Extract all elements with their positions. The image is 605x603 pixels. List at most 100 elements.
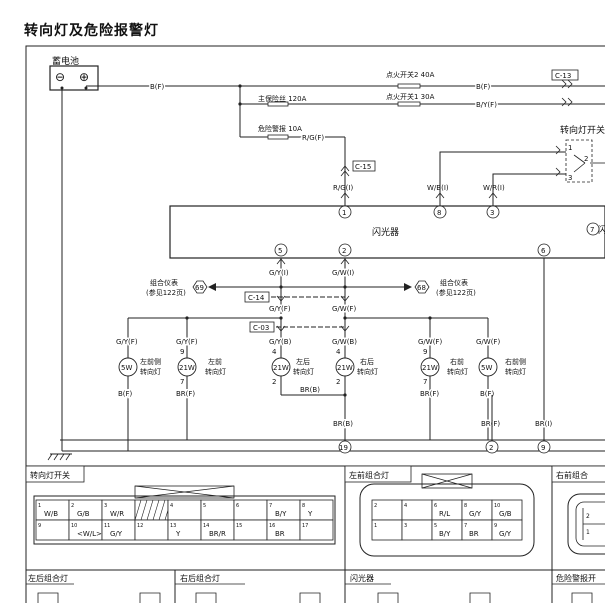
- lf-pin-number: 6: [434, 503, 437, 509]
- fuse-ign1: [397, 101, 421, 107]
- svg-text:右前: 右前: [450, 357, 464, 366]
- lamp-left-front: 21W 9 7 左前 转向灯: [177, 348, 226, 386]
- fuse-ign1-label: 点火开关1 30A: [386, 92, 435, 101]
- lf-pin-number: 10: [494, 503, 500, 509]
- svg-text:左前: 左前: [208, 357, 222, 366]
- lamp-right-rear: 21W 4 2 右后 转向灯: [335, 348, 378, 386]
- svg-text:转向灯: 转向灯: [357, 367, 378, 376]
- connector-c14: C-14: [248, 294, 265, 302]
- switch-pin-number: 17: [302, 523, 308, 529]
- switch-pin-number: 6: [236, 503, 239, 509]
- switch-pin-number: 15: [236, 523, 242, 529]
- connector-c03: C-03: [253, 324, 269, 332]
- switch-pin-number: 9: [38, 523, 41, 529]
- svg-text:转向灯: 转向灯: [447, 367, 468, 376]
- ground-symbol: [47, 453, 72, 461]
- flasher-label: 闪光器: [372, 226, 399, 238]
- panel-switch-title: 转向灯开关: [30, 470, 70, 480]
- lf-pin-number: 2: [374, 503, 377, 509]
- switch-pin-number: 10: [71, 523, 77, 529]
- wire-label-brb: BR(B): [300, 386, 320, 394]
- switch-pin-number: 7: [269, 503, 272, 509]
- lamp-right-front-side: 5W 右前侧 转向灯: [478, 357, 526, 377]
- wire-label-r-bf: B(F): [480, 390, 495, 398]
- battery-pos-symbol: ⊕: [79, 70, 89, 84]
- page-title: 转向灯及危险报警灯: [24, 23, 159, 39]
- wire-label-gyi: G/Y(I): [269, 269, 289, 277]
- ground-num-19: 19: [339, 444, 348, 452]
- cluster-right-text2: (参见122页): [436, 288, 476, 297]
- lamp-right-front: 21W 9 7 右前 转向灯: [420, 348, 468, 386]
- panel-hazard-title: 危险警报开: [556, 573, 596, 583]
- lf-pin-number: 9: [494, 523, 497, 529]
- switch-pin-number: 2: [71, 503, 74, 509]
- svg-text:1: 1: [586, 529, 590, 536]
- switch-pin-wire: Y: [307, 510, 313, 518]
- switch-pin-wire: B/Y: [275, 510, 287, 518]
- svg-text:转向灯: 转向灯: [205, 367, 226, 376]
- wire-label-gwf: G/W(F): [332, 305, 356, 313]
- wire-label-gwb: G/W(B): [332, 338, 357, 346]
- wire-label-gyf: G/Y(F): [269, 305, 291, 313]
- wire-label-wbi: W/B(I): [427, 184, 449, 192]
- switch-label: 转向灯开关: [560, 124, 605, 136]
- svg-text:左前侧: 左前侧: [140, 357, 161, 366]
- lf-pin-cell: [491, 519, 523, 541]
- switch-pin-wire: BR/R: [209, 530, 226, 538]
- svg-text:1: 1: [568, 144, 572, 152]
- svg-text:3: 3: [568, 174, 572, 182]
- panel-rr-title: 右后组合灯: [180, 573, 220, 583]
- lf-pin-wire: BR: [469, 530, 479, 538]
- fuse-hazard: [267, 134, 289, 140]
- lf-pin-wire: R/L: [439, 510, 450, 518]
- wire-label-brf-lower: BR(F): [481, 420, 500, 428]
- lf-pin-wire: G/Y: [499, 530, 512, 538]
- cluster-left-text2: (参见122页): [146, 288, 186, 297]
- switch-pin-number: 8: [302, 503, 305, 509]
- flasher-right-text: 闪: [598, 225, 605, 236]
- switch-pin-wire: <W/L>: [77, 530, 102, 538]
- wire-label-rgi: R/G(I): [333, 184, 353, 192]
- panel-lf-title: 左前组合灯: [349, 470, 389, 480]
- switch-pin-wire: G/Y: [110, 530, 123, 538]
- svg-text:左后: 左后: [296, 357, 310, 366]
- svg-text:转向灯: 转向灯: [140, 367, 161, 376]
- svg-text:8: 8: [437, 209, 441, 217]
- svg-text:转向灯: 转向灯: [293, 367, 314, 376]
- panel-rf-title: 右前组合: [556, 470, 588, 480]
- panel-lr-title: 左后组合灯: [28, 573, 68, 583]
- connector-c15: C-15: [355, 163, 371, 171]
- svg-text:转向灯: 转向灯: [505, 367, 526, 376]
- svg-text:右前侧: 右前侧: [505, 357, 526, 366]
- battery-label: 蓄电池: [52, 55, 79, 67]
- switch-pin-number: 13: [170, 523, 176, 529]
- lf-pin-number: 8: [464, 503, 467, 509]
- lamp-left-front-side: 5W 左前侧 转向灯: [118, 357, 161, 377]
- wire-label-gwi: G/W(I): [332, 269, 354, 277]
- svg-text:21W: 21W: [422, 364, 438, 372]
- wire-label-brb-lower: BR(B): [333, 420, 353, 428]
- wire-label-bf-right: B(F): [476, 83, 491, 91]
- ground-num-2: 2: [489, 444, 493, 452]
- wire-label-rgf: R/G(F): [302, 134, 324, 142]
- switch-pin-number: 1: [38, 503, 41, 509]
- wire-label-bf: B(F): [150, 83, 165, 91]
- svg-text:2: 2: [342, 247, 346, 255]
- svg-text:5W: 5W: [481, 364, 492, 372]
- lf-pin-number: 5: [434, 523, 437, 529]
- battery: [49, 65, 99, 91]
- svg-text:9: 9: [423, 348, 427, 356]
- svg-text:1: 1: [342, 209, 346, 217]
- switch-pin-wire: W/R: [110, 510, 124, 518]
- svg-text:右后: 右后: [360, 357, 374, 366]
- wire-label-r-gwf2: G/W(F): [476, 338, 500, 346]
- switch-pin-wire: W/B: [44, 510, 58, 518]
- svg-text:5W: 5W: [121, 364, 132, 372]
- svg-text:3: 3: [490, 209, 494, 217]
- svg-text:21W: 21W: [337, 364, 353, 372]
- ground-num-9: 9: [541, 444, 545, 452]
- wire-label-l-brf: BR(F): [176, 390, 195, 398]
- fuse-hazard-label: 危险警报 10A: [258, 124, 302, 133]
- fuse-ign2: [397, 83, 421, 89]
